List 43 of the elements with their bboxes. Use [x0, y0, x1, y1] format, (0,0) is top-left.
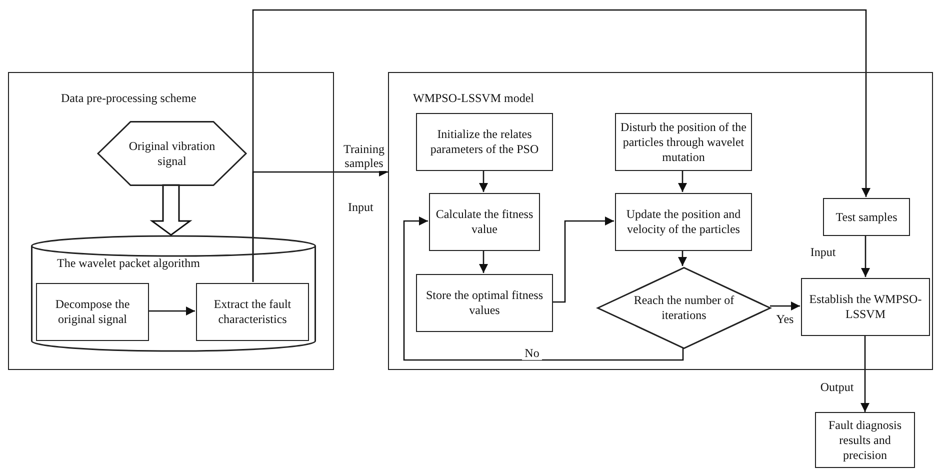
box-text: Fault diagnosis results and precision [827, 418, 902, 462]
panel-title: Data pre-processing scheme [61, 91, 196, 106]
arrow [403, 216, 684, 361]
process-box [801, 278, 930, 336]
process-box [416, 274, 553, 332]
hollow-arrow [150, 184, 192, 236]
panel-frame [8, 72, 334, 370]
arrow [678, 250, 687, 266]
flow-label: Input [348, 200, 374, 214]
edge-label: No [522, 346, 542, 360]
arrow [552, 216, 614, 303]
box-text: Disturb the position of the particles through wavelet mutation [620, 120, 747, 164]
box-text: Test samples [836, 210, 898, 224]
process-box [615, 193, 752, 251]
arrow [252, 9, 870, 282]
process-box [36, 283, 149, 341]
panel-frame [388, 72, 933, 370]
arrow [678, 170, 687, 192]
shape-text: Original vibration signal [128, 138, 216, 168]
box-text: Decompose the original signal [54, 297, 131, 327]
box-text: Calculate the fitness value [434, 207, 534, 237]
process-box [615, 113, 752, 171]
box-text: Update the position and velocity of the particles [625, 207, 742, 237]
process-box [823, 198, 910, 236]
arrow [770, 302, 800, 310]
arrow [479, 170, 488, 192]
panel-title: WMPSO-LSSVM model [413, 91, 534, 106]
arrow [479, 250, 488, 273]
arrow [860, 335, 870, 412]
process-box [815, 412, 915, 468]
box-text: Establish the WMPSO-LSSVM [808, 292, 923, 322]
shape-text: Reach the number of iterations [632, 293, 736, 323]
edge-label: Output [818, 380, 856, 394]
box-text: Extract the fault characteristics [212, 297, 292, 327]
process-box [416, 113, 553, 171]
box-text: Store the optimal fitness values [425, 288, 544, 318]
edge-label: Training samples [342, 142, 386, 171]
box-text: Initialize the relates parameters of the PSO [429, 127, 540, 157]
process-box [196, 283, 309, 341]
arrow [148, 306, 195, 316]
process-box [429, 193, 540, 251]
cylinder-title: The wavelet packet algorithm [57, 256, 200, 271]
arrow [861, 235, 870, 277]
